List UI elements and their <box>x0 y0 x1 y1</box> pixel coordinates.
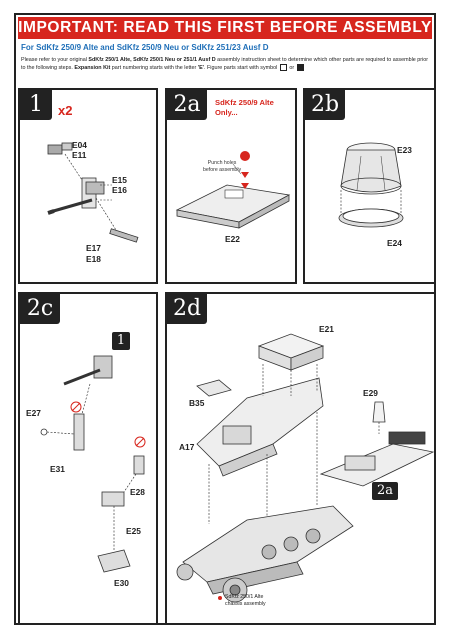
intro-part-2: assembly instruction sheet to determine … <box>21 57 429 71</box>
part-label-e22: E22 <box>225 234 240 244</box>
gun-mount-drawing <box>47 142 139 243</box>
variant-note: SdKfz 250/9 Alte Only... <box>215 98 274 118</box>
part-label-e21: E21 <box>319 324 334 334</box>
step-2c-panel: 2c 1 E27 E31 E28 E25 E30 <box>18 292 158 625</box>
punch-note-line-2: before assembly <box>203 166 242 173</box>
step-1-reference-badge: 1 <box>112 332 130 350</box>
step-1-badge: 1 <box>20 90 52 120</box>
part-label-e18: E18 <box>86 254 101 264</box>
intro-part-1: Please refer to your original <box>21 57 89 63</box>
part-label-e15: E15 <box>112 175 127 185</box>
step-2d-badge: 2d <box>167 294 207 324</box>
part-label-e30: E30 <box>114 578 129 588</box>
step-2b-panel: 2b E23 E24 <box>303 88 436 284</box>
step-2a-badge: 2a <box>167 90 207 120</box>
part-label-e25: E25 <box>126 526 141 536</box>
part-label-e31: E31 <box>50 464 65 474</box>
halftrack-assembly-drawing <box>176 333 435 603</box>
step-2b-badge: 2b <box>305 90 345 120</box>
intro-bold-3: 'E' <box>197 65 204 71</box>
intro-bold-2: Expansion Kit <box>74 65 111 71</box>
step-1-panel: 1 x2 E04 E11 E15 E16 E17 E18 <box>18 88 158 284</box>
part-label-e29: E29 <box>363 388 378 398</box>
figure-filled-icon <box>296 64 304 72</box>
chassis-note: SdKfz 250/1 Alte chassis assembly <box>225 594 266 607</box>
step-2c-badge: 2c <box>20 294 60 324</box>
intro-text: Please refer to your original SdKfz 250/… <box>21 56 431 72</box>
part-label-e24: E24 <box>387 238 402 248</box>
part-label-e16: E16 <box>112 185 127 195</box>
step-2a-reference-badge: 2a <box>372 482 398 500</box>
punch-holes-note: Punch holes before assembly <box>203 160 241 173</box>
part-label-b35: B35 <box>189 398 205 408</box>
part-label-e28: E28 <box>130 487 145 497</box>
intro-bold-1: SdKfz 250/1 Alte, SdKfz 250/1 Neu or 251… <box>88 57 216 63</box>
variant-note-line-1: SdKfz 250/9 Alte <box>215 98 274 107</box>
part-label-e17: E17 <box>86 243 101 253</box>
step-1-multiplier: x2 <box>58 103 73 118</box>
important-banner: IMPORTANT: READ THIS FIRST BEFORE ASSEMB… <box>18 17 432 39</box>
intro-part-4: . Figure parts start with symbol <box>203 65 279 71</box>
floor-plate-drawing <box>175 151 291 229</box>
figure-outline-icon <box>279 64 287 72</box>
chassis-note-line-1: SdKfz 250/1 Alte <box>225 594 264 600</box>
step-2a-panel: 2a SdKfz 250/9 Alte Only... Punch holes … <box>165 88 297 284</box>
part-label-e23: E23 <box>397 145 412 155</box>
intro-or: or <box>287 65 296 71</box>
part-label-e11: E11 <box>72 150 87 160</box>
cupola-ring-drawing <box>338 142 404 228</box>
kit-subtitle: For SdKfz 250/9 Alte and SdKfz 250/9 Neu… <box>21 43 269 52</box>
part-label-a17: A17 <box>179 442 195 452</box>
part-label-e27: E27 <box>26 408 41 418</box>
gun-shield-drawing <box>40 355 146 573</box>
chassis-note-line-2: chassis assembly <box>225 600 266 607</box>
variant-note-line-2: Only... <box>215 108 238 117</box>
part-label-e04: E04 <box>72 140 87 150</box>
step-2d-panel: 2d <box>165 292 436 625</box>
punch-note-line-1: Punch holes <box>207 160 237 166</box>
intro-part-3: part numbering starts with the letter <box>110 65 198 71</box>
